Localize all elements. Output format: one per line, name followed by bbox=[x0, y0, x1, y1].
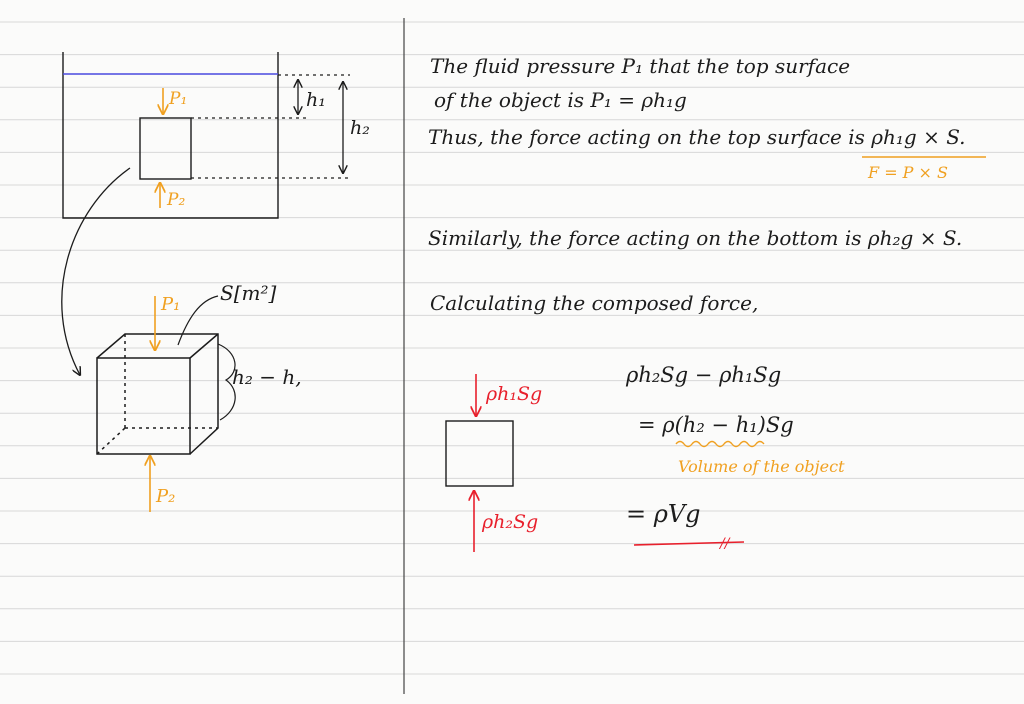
volume-squiggle bbox=[675, 440, 765, 448]
zoom-curve-arrow bbox=[61, 167, 131, 375]
enlarged-cube bbox=[96, 333, 219, 455]
formula-hint: F = P × S bbox=[867, 163, 948, 182]
h1-label: h₁ bbox=[306, 89, 326, 111]
volume-hint: Volume of the object bbox=[678, 457, 845, 476]
fluid-container bbox=[62, 52, 279, 219]
notes: The fluid pressure P₁ that the top surfa… bbox=[428, 54, 986, 552]
area-label: S[m²] bbox=[220, 281, 276, 305]
height-diff-label: h₂ − h, bbox=[232, 365, 302, 389]
area-leader bbox=[177, 295, 219, 346]
p1-label: P₁ bbox=[168, 89, 187, 109]
calc-step-3: = ρVg bbox=[626, 500, 701, 528]
note-line-4: Similarly, the force acting on the botto… bbox=[428, 226, 962, 250]
submerged-object bbox=[139, 117, 192, 180]
h2-label: h₂ bbox=[350, 117, 370, 139]
p2-label: P₂ bbox=[166, 190, 185, 210]
force-diagram-object bbox=[445, 420, 514, 487]
calc-step-2: = ρ(h₂ − h₁)Sg bbox=[638, 413, 794, 437]
fluid-diagram: h₁ h₂ P₁ P₂ S[m²] h₂ − h, P₁ P₂ bbox=[61, 52, 370, 512]
result-mark: // bbox=[718, 536, 731, 552]
note-line-3: Thus, the force acting on the top surfac… bbox=[428, 125, 966, 149]
ruled-lines bbox=[0, 21, 1024, 675]
note-line-2: of the object is P₁ = ρh₁g bbox=[434, 88, 687, 112]
height-bracket bbox=[217, 343, 236, 421]
note-line-1: The fluid pressure P₁ that the top surfa… bbox=[430, 54, 850, 78]
force-bottom-label: ρh₂Sg bbox=[481, 511, 538, 533]
cube-p1-label: P₁ bbox=[160, 294, 180, 315]
force-top-label: ρh₁Sg bbox=[485, 383, 542, 405]
note-line-5: Calculating the composed force, bbox=[430, 291, 758, 315]
result-underline bbox=[633, 541, 745, 546]
cube-p2-label: P₂ bbox=[155, 486, 175, 507]
calc-step-1: ρh₂Sg − ρh₁Sg bbox=[625, 363, 781, 387]
